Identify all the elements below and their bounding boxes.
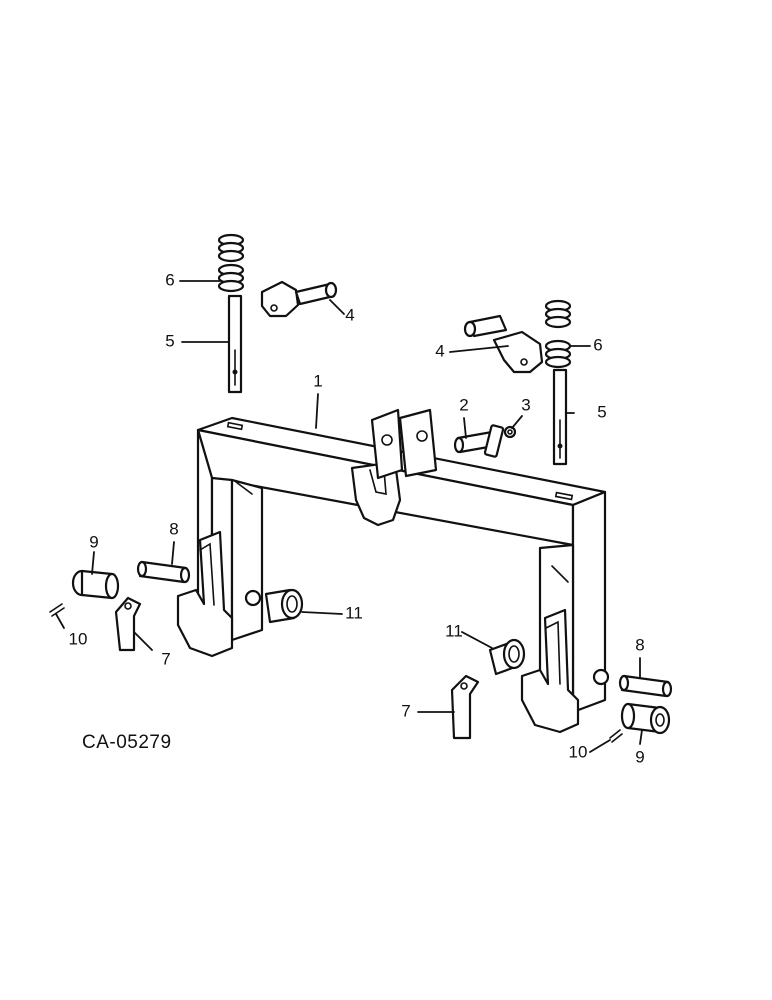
callout-bushing-pin-right: 9 bbox=[635, 747, 644, 766]
callout-rod-left: 5 bbox=[165, 331, 174, 350]
callout-pin: 2 bbox=[459, 395, 468, 414]
callout-bushing-pin-left: 9 bbox=[89, 532, 98, 551]
left-spring bbox=[217, 233, 245, 293]
right-cotter bbox=[609, 729, 623, 743]
pin bbox=[453, 424, 505, 458]
callout-hook-link-left: 7 bbox=[161, 649, 170, 668]
left-latch bbox=[260, 280, 338, 318]
callout-spacer-left: 11 bbox=[345, 603, 363, 622]
callout-frame: 1 bbox=[313, 371, 322, 390]
callout-rod-right: 5 bbox=[597, 402, 606, 421]
quick-hitch-frame bbox=[176, 408, 610, 734]
right-hook-link bbox=[450, 674, 480, 740]
left-spacer bbox=[264, 588, 304, 624]
callout-pin-left: 8 bbox=[169, 519, 178, 538]
callouts: 1 2 3 4 4 5 5 6 6 7 7 8 8 9 9 10 10 11 1… bbox=[69, 270, 645, 766]
left-cotter bbox=[49, 603, 65, 617]
right-pin bbox=[618, 674, 673, 698]
callout-latch-left: 4 bbox=[345, 305, 354, 324]
right-spring bbox=[544, 299, 572, 369]
left-bushing-pin bbox=[71, 569, 120, 600]
callout-clip: 3 bbox=[521, 395, 530, 414]
callout-cotter-left: 10 bbox=[69, 629, 88, 648]
callout-spring-left: 6 bbox=[165, 270, 174, 289]
callout-pin-right: 8 bbox=[635, 635, 644, 654]
callout-spring-right: 6 bbox=[593, 335, 602, 354]
right-spacer bbox=[488, 638, 526, 676]
clip bbox=[503, 425, 517, 439]
right-bushing-pin bbox=[620, 702, 671, 735]
leader-lines bbox=[55, 280, 643, 753]
left-pin bbox=[136, 560, 191, 584]
left-rod bbox=[227, 294, 243, 394]
callout-latch-right: 4 bbox=[435, 341, 444, 360]
drawing-number: CA-05279 bbox=[82, 732, 172, 753]
callout-hook-link-right: 7 bbox=[401, 701, 410, 720]
callout-cotter-right: 10 bbox=[569, 742, 588, 761]
callout-spacer-right: 11 bbox=[445, 621, 463, 640]
left-hook-link bbox=[114, 596, 142, 652]
right-latch bbox=[463, 314, 544, 374]
right-rod bbox=[552, 368, 568, 466]
